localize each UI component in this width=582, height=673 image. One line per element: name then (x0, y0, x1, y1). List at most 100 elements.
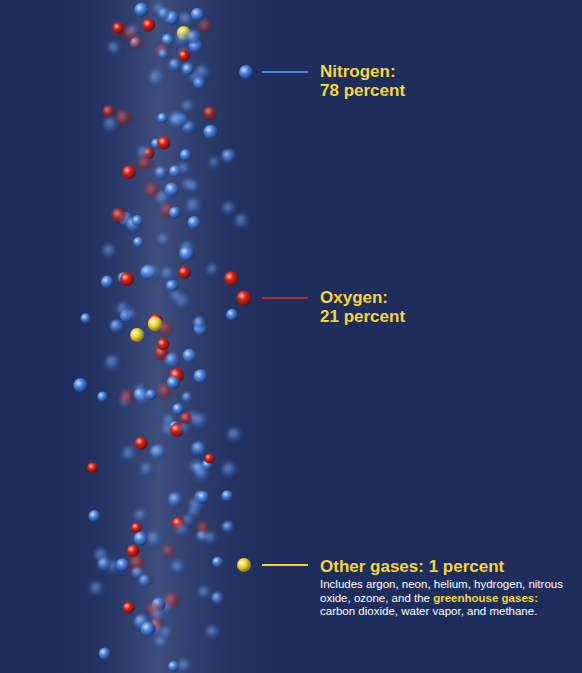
gas-molecule (183, 349, 197, 363)
gas-molecule (187, 180, 199, 192)
gas-molecule (172, 561, 185, 574)
gas-molecule (131, 522, 142, 533)
gas-molecule (138, 157, 151, 170)
gas-molecule (141, 463, 153, 475)
gas-molecule (173, 403, 184, 414)
gas-molecule (128, 25, 139, 36)
gas-molecule (197, 491, 210, 504)
gas-percent-label: Other gases: 1 percent (320, 557, 504, 576)
gas-molecule (130, 36, 142, 48)
gas-molecule (110, 320, 123, 333)
description-emphasis: greenhouse gases: (433, 592, 538, 604)
gas-molecule (188, 216, 201, 229)
gas-molecule (198, 522, 209, 533)
gas-molecule (156, 191, 170, 205)
gas-molecule (235, 214, 249, 228)
gas-molecule (106, 356, 121, 371)
gas-molecule (205, 453, 215, 463)
gas-molecule (132, 215, 143, 226)
gas-molecule (90, 582, 103, 595)
gas-molecule (101, 276, 113, 288)
oxygen-molecule (237, 291, 252, 306)
gas-molecule (120, 272, 134, 286)
gas-label: Nitrogen: 78 percent (320, 62, 408, 100)
gas-molecule (127, 545, 140, 558)
gas-molecule (198, 586, 211, 599)
gas-molecule (142, 19, 155, 32)
gas-molecule (168, 492, 182, 506)
gas-percent-label: Oxygen: 21 percent (320, 288, 405, 326)
gas-molecule (182, 64, 193, 75)
description-text: carbon dioxide, water vapor, and methane… (320, 605, 537, 617)
gas-molecule (182, 62, 195, 75)
gas-molecule (133, 237, 144, 248)
gas-molecule (175, 523, 188, 536)
gas-molecule (180, 149, 192, 161)
gas-molecule (112, 208, 126, 222)
gas-molecule (99, 648, 111, 660)
leader-line (262, 564, 308, 566)
gas-molecule (139, 575, 151, 587)
gas-molecule (167, 376, 180, 389)
gas-molecule (149, 71, 164, 86)
gas-molecule (161, 268, 174, 281)
gas-molecule (87, 462, 98, 473)
gas-molecule (228, 428, 242, 442)
gas-molecule (162, 34, 174, 46)
gas-molecule (89, 510, 101, 522)
gas-molecule (141, 621, 156, 636)
gas-molecule (169, 113, 183, 127)
gas-label: Other gases: 1 percent (320, 557, 560, 576)
gas-molecule (179, 246, 194, 261)
gas-molecule (181, 413, 192, 424)
gas-molecule (161, 627, 173, 639)
gas-molecule (195, 467, 209, 481)
gas-molecule (178, 50, 190, 62)
gas-molecule (146, 184, 159, 197)
gas-molecule (152, 445, 167, 460)
gas-molecule (194, 369, 208, 383)
gas-molecule (178, 660, 191, 673)
gas-molecule (194, 317, 206, 329)
gas-molecule (186, 30, 200, 44)
gas-molecule (204, 125, 218, 139)
gas-molecule (165, 593, 180, 608)
gas-molecule (103, 245, 116, 258)
gas-molecule (169, 59, 181, 71)
gas-molecule (157, 113, 168, 124)
gas-molecule (191, 8, 204, 21)
gas-molecule (223, 202, 236, 215)
gas-molecule (222, 490, 233, 501)
gas-molecule (121, 390, 134, 403)
molecule-field (73, 3, 249, 673)
gas-molecule (171, 291, 182, 302)
gas-molecule (168, 661, 179, 672)
gas-molecule (192, 441, 206, 455)
gas-molecule (206, 626, 219, 639)
gas-molecule (97, 392, 107, 402)
gas-molecule (103, 106, 115, 118)
gas-molecule (199, 20, 211, 32)
gas-molecule (123, 602, 135, 614)
gas-molecule (145, 265, 160, 280)
gas-molecule (165, 353, 179, 367)
other-gas-molecule (237, 558, 251, 572)
gas-molecule (178, 266, 190, 278)
gas-molecule (163, 546, 174, 557)
gas-molecule (178, 163, 189, 174)
gas-molecule (207, 264, 218, 275)
leader-line (262, 297, 308, 299)
gas-molecule (135, 437, 148, 450)
gas-molecule (147, 532, 162, 547)
gas-molecule (157, 136, 170, 149)
gas-molecule (108, 42, 120, 54)
gas-description: Includes argon, neon, helium, hydrogen, … (320, 578, 570, 619)
gas-molecule (116, 111, 131, 126)
gas-molecule (187, 198, 202, 213)
gas-molecule (169, 207, 181, 219)
gas-molecule (123, 447, 136, 460)
gas-molecule (193, 413, 207, 427)
gas-molecule (134, 3, 148, 17)
gas-molecule (155, 167, 167, 179)
gas-molecule (137, 391, 150, 404)
